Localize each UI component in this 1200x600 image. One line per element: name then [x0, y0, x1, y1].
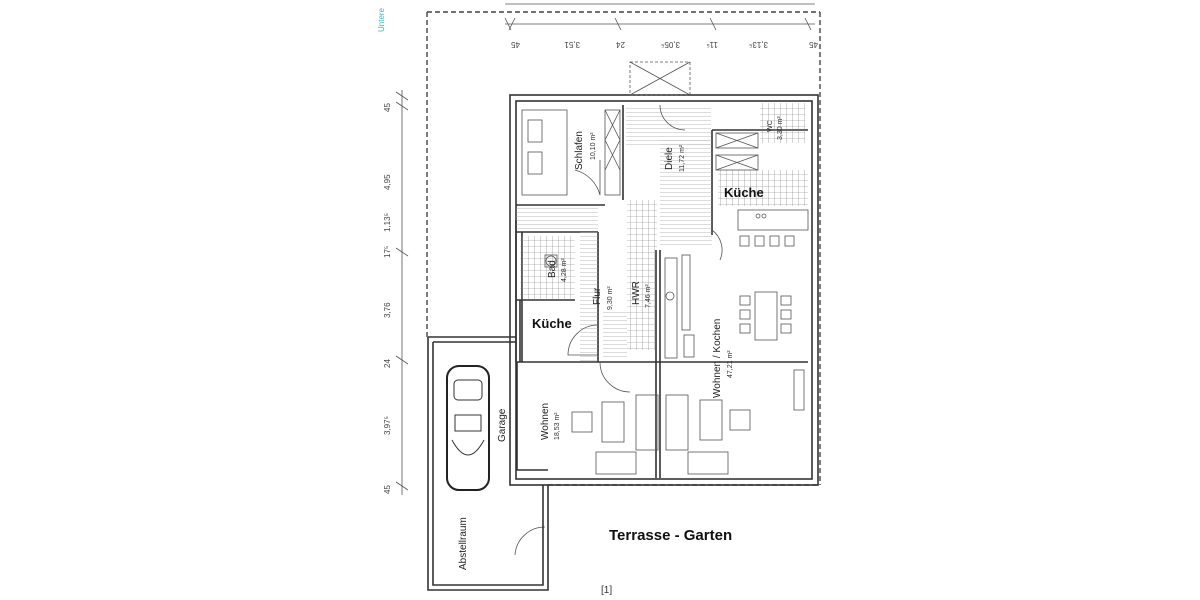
- svg-text:45: 45: [511, 40, 520, 49]
- page-mark: [1]: [601, 585, 612, 596]
- top-dimensions: 45 3,51 24 3,05⁵ 11⁵ 3,13⁵ 45: [511, 40, 818, 49]
- furniture: [521, 109, 809, 475]
- svg-text:45: 45: [383, 485, 392, 494]
- svg-text:7,46 m²: 7,46 m²: [645, 284, 652, 308]
- svg-text:3,13⁵: 3,13⁵: [749, 40, 768, 49]
- room-label-wc: WC: [767, 120, 774, 132]
- svg-text:45: 45: [383, 103, 392, 112]
- room-label-garage: Garage: [497, 408, 508, 442]
- svg-text:3,76: 3,76: [383, 302, 392, 318]
- room-label-flur: Flur: [592, 287, 603, 305]
- svg-text:24: 24: [616, 40, 625, 49]
- top-dimension-line: [504, 3, 815, 31]
- svg-text:24: 24: [383, 359, 392, 368]
- doors: [514, 104, 723, 556]
- svg-text:1,13⁵: 1,13⁵: [383, 213, 392, 232]
- kitchen-label-lower: Küche: [532, 316, 572, 331]
- svg-text:10,10 m²: 10,10 m²: [590, 132, 597, 160]
- svg-text:3,30 m²: 3,30 m²: [777, 116, 784, 140]
- room-labels: Schlafen 10,10 m² Diele 11,72 m² WC 3,30…: [458, 116, 784, 570]
- room-label-bad: Bad: [547, 260, 558, 278]
- room-label-wohnen: Wohnen: [540, 403, 551, 440]
- svg-text:3,05⁵: 3,05⁵: [661, 40, 680, 49]
- svg-text:4,95: 4,95: [383, 174, 392, 190]
- svg-text:3,51: 3,51: [564, 40, 580, 49]
- annotations: Küche Küche Terrasse - Garten [1]: [532, 185, 764, 596]
- svg-text:45: 45: [809, 40, 818, 49]
- garage-walls: [427, 336, 549, 591]
- svg-text:17⁵: 17⁵: [383, 246, 392, 258]
- svg-text:9,30 m²: 9,30 m²: [607, 286, 614, 310]
- kitchen-label-upper: Küche: [724, 185, 764, 200]
- room-label-hwr: HWR: [631, 281, 642, 305]
- room-label-schlafen: Schlafen: [574, 131, 585, 170]
- svg-text:11,72 m²: 11,72 m²: [679, 144, 686, 172]
- left-dimension-line: [395, 90, 409, 495]
- room-label-wohnen-kochen: Wohnen / Kochen: [712, 319, 723, 398]
- left-dimensions: 45 4,95 1,13⁵ 17⁵ 3,76 24 3,97⁵ 45: [383, 103, 392, 494]
- room-label-diele: Diele: [664, 147, 675, 170]
- corner-note: Untere: [377, 7, 386, 32]
- svg-text:4,28 m²: 4,28 m²: [561, 258, 568, 282]
- svg-text:11⁵: 11⁵: [706, 40, 718, 49]
- svg-text:18,53 m²: 18,53 m²: [554, 412, 561, 440]
- car-icon: [446, 365, 490, 491]
- terrace-label: Terrasse - Garten: [609, 527, 732, 544]
- svg-text:47,21 m²: 47,21 m²: [727, 350, 734, 378]
- room-label-abstellraum: Abstellraum: [458, 517, 469, 570]
- floor-fills: [516, 103, 808, 362]
- svg-text:3,97⁵: 3,97⁵: [383, 416, 392, 435]
